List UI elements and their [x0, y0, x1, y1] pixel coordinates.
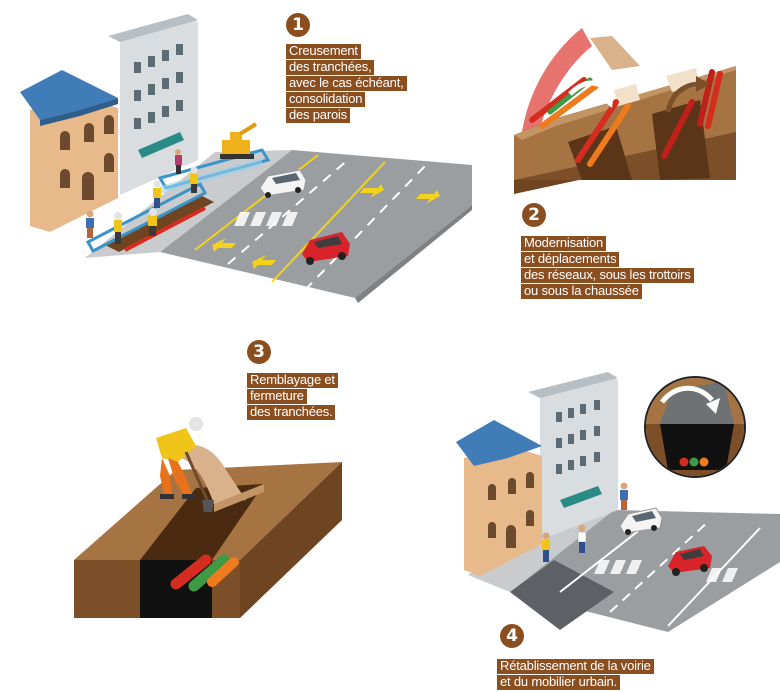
- caption-line: Remblayage et: [247, 373, 338, 388]
- pedestrian-icon: [542, 533, 550, 563]
- caption-line: Rétablissement de la voirie: [497, 659, 654, 674]
- caption-line: Modernisation: [521, 236, 606, 251]
- step-4-caption: Rétablissement de la voirie et du mobili…: [497, 659, 654, 691]
- caption-line: consolidation: [286, 92, 365, 107]
- caption-line: des réseaux, sous les trottoirs: [521, 268, 694, 283]
- step-2-badge: 2: [522, 203, 546, 227]
- inset-trench-circle: [640, 372, 752, 484]
- step-2-caption: Modernisation et déplacements des réseau…: [521, 236, 694, 300]
- caption-line: des tranchées,: [286, 60, 374, 75]
- caption-line: des parois: [286, 108, 350, 123]
- pedestrian-icon: [86, 211, 94, 239]
- pedestrian-icon: [620, 483, 628, 511]
- step-1-badge: 1: [286, 13, 310, 37]
- scene-3-backfilling: [74, 417, 342, 618]
- step-3-caption: Remblayage et fermeture des tranchées.: [247, 373, 338, 421]
- step-4-badge: 4: [500, 624, 524, 648]
- caption-line: et déplacements: [521, 252, 619, 267]
- scene-2-network-relocation: [514, 28, 736, 194]
- caption-line: fermeture: [247, 389, 307, 404]
- step-1-caption: Creusement des tranchées, avec le cas éc…: [286, 44, 407, 124]
- step-3-badge: 3: [247, 340, 271, 364]
- caption-line: des tranchées.: [247, 405, 335, 420]
- caption-line: avec le cas échéant,: [286, 76, 407, 91]
- caption-line: ou sous la chaussée: [521, 284, 642, 299]
- worker-icon: [148, 208, 157, 236]
- pedestrian-icon: [578, 525, 586, 554]
- caption-line: et du mobilier urbain.: [497, 675, 620, 690]
- scene-4-restored-street: [456, 372, 780, 632]
- worker-icon: [153, 181, 161, 209]
- caption-line: Creusement: [286, 44, 361, 59]
- building-grey: [120, 18, 198, 195]
- worker-icon: [114, 212, 122, 244]
- worker-icon: [190, 167, 198, 194]
